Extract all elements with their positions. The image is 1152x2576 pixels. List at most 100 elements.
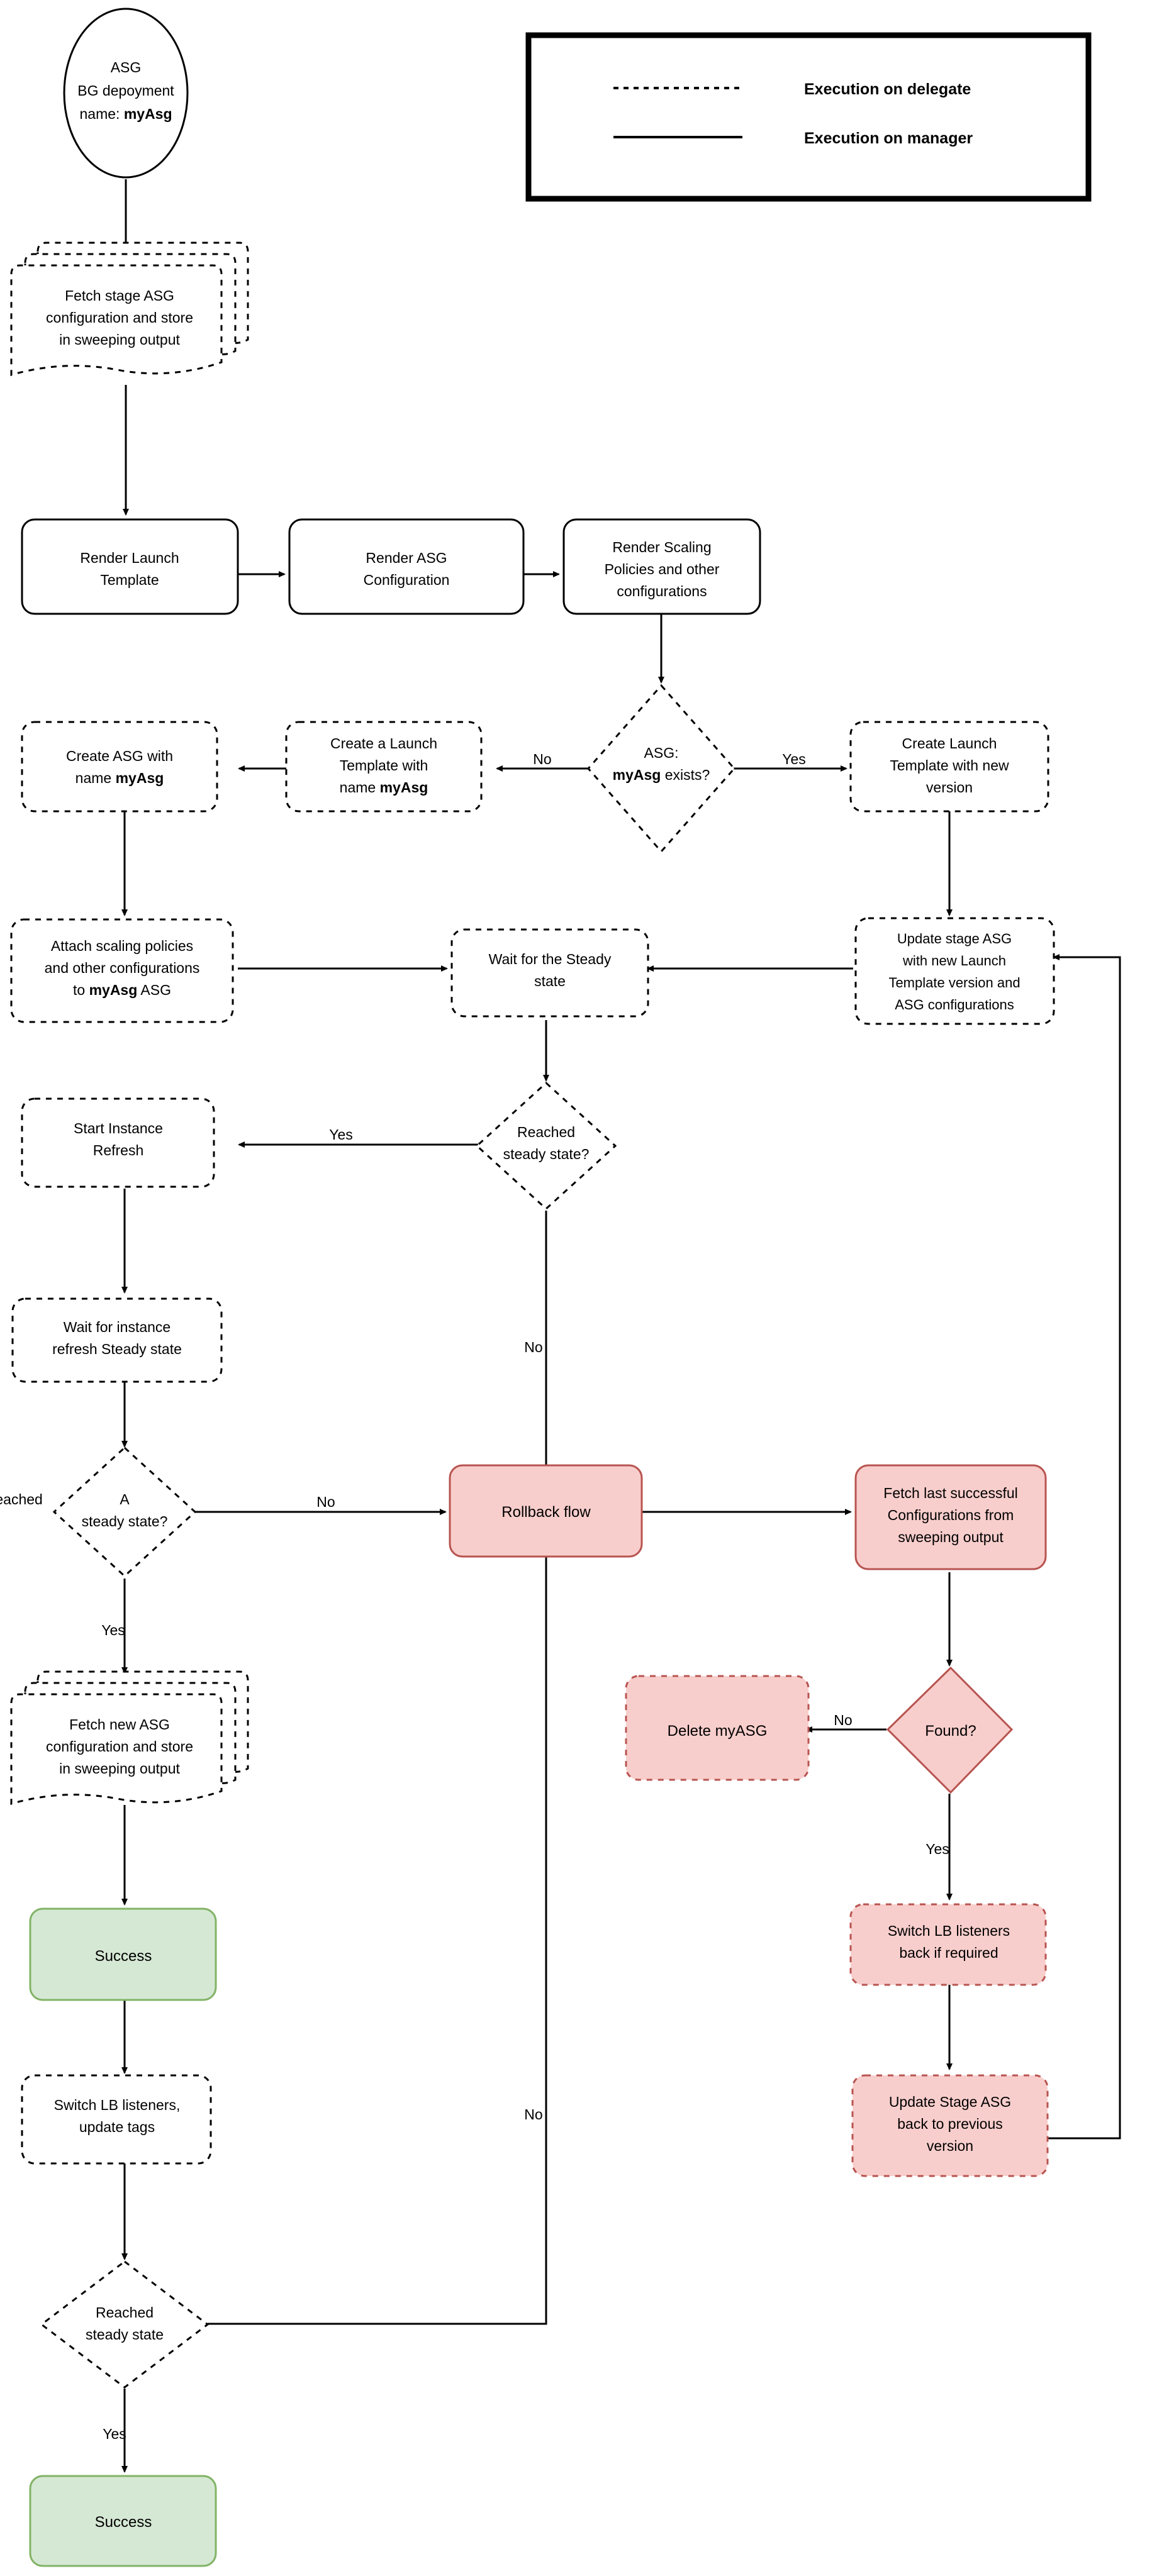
edge-label-bottom-steady-yes: Yes: [103, 2426, 126, 2442]
update-stage-back-rect: [851, 2074, 1049, 2177]
delete-myasg-label: Delete myASG: [668, 1723, 768, 1740]
node-update-stage-asg[interactable]: Update stage ASG with new Launch Templat…: [854, 917, 1055, 1025]
node-asg-reached-steady-state-decision[interactable]: ASG Reached steady state?: [0, 1446, 197, 1578]
create-lt-myasg-line-3: name myAsg: [340, 779, 428, 796]
node-asg-exists-decision[interactable]: ASG: myAsg exists?: [587, 684, 735, 853]
node-reached-steady-state-decision[interactable]: Reached steady state?: [475, 1081, 617, 1211]
node-fetch-new-asg[interactable]: Fetch new ASG configuration and store in…: [10, 1670, 249, 1805]
asg-exists-line-2: myAsg exists?: [613, 767, 710, 783]
node-render-scaling-policies[interactable]: Render Scaling Policies and other config…: [562, 518, 761, 615]
node-switch-lb-update-tags[interactable]: Switch LB listeners, update tags: [21, 2074, 212, 2165]
create-lt-new-line-1: Create Launch: [902, 735, 997, 752]
reached-steady-bottom-diamond: [40, 2260, 210, 2389]
node-attach-scaling-policies[interactable]: Attach scaling policies and other config…: [10, 918, 234, 1023]
render-lt-line-2: Template: [100, 572, 159, 588]
update-stage-rect: [854, 917, 1055, 1025]
switch-lb-back-line-1: Switch LB listeners: [888, 1923, 1010, 1939]
fetch-new-line-1: Fetch new ASG: [69, 1716, 170, 1733]
edge-bottom-steady-no: [208, 1541, 549, 2325]
success-2-label: Success: [95, 2514, 152, 2531]
node-wait-instance-refresh[interactable]: Wait for instance refresh Steady state: [11, 1297, 223, 1383]
wir-line-1: Wait for instance: [64, 1319, 171, 1335]
node-update-stage-asg-back[interactable]: Update Stage ASG back to previous versio…: [851, 2074, 1049, 2177]
create-lt-myasg-line-2: Template with: [340, 757, 428, 774]
success-1-rect: [29, 1907, 217, 2001]
wait-steady-line-2: state: [534, 973, 566, 989]
node-reached-steady-state-bottom[interactable]: Reached steady state: [40, 2260, 210, 2389]
switch-lb-back-line-2: back if required: [899, 1945, 998, 1961]
node-wait-steady-state[interactable]: Wait for the Steady state: [450, 928, 649, 1018]
edges-layer: [121, 179, 1121, 2473]
asg-reached-diamond: [52, 1446, 197, 1578]
found-label: Found?: [925, 1723, 976, 1740]
legend-label-manager: Execution on manager: [804, 130, 973, 147]
node-rollback-flow[interactable]: Rollback flow: [449, 1464, 643, 1558]
edge-label-asgreached-no: No: [316, 1494, 335, 1510]
create-lt-new-line-2: Template with new: [890, 757, 1009, 774]
node-create-asg-myasg[interactable]: Create ASG with name myAsg: [21, 721, 218, 813]
wir-line-2: refresh Steady state: [52, 1341, 182, 1357]
render-scaling-rect: [562, 518, 761, 615]
fetch-stage-line-2: configuration and store: [46, 309, 193, 326]
delete-myasg-rect: [625, 1675, 810, 1781]
node-start[interactable]: ASG BG depoyment name: myAsg: [63, 8, 189, 179]
legend-label-delegate: Execution on delegate: [804, 80, 971, 98]
render-asg-line-1: Render ASG: [366, 550, 447, 566]
node-fetch-last-successful[interactable]: Fetch last successful Configurations fro…: [854, 1464, 1047, 1570]
node-create-launch-template-new-version[interactable]: Create Launch Template with new version: [849, 721, 1049, 813]
fetch-new-line-3: in sweeping output: [59, 1760, 180, 1777]
switch-lb-tags-line-1: Switch LB listeners,: [54, 2097, 181, 2113]
render-scaling-line-3: configurations: [617, 583, 707, 599]
reached-bottom-line-1: Reached: [96, 2304, 154, 2321]
attach-scaling-rect: [10, 918, 234, 1023]
render-asg-line-2: Configuration: [364, 572, 450, 588]
update-stage-line-4: ASG configurations: [895, 997, 1014, 1013]
fetch-last-rect: [854, 1464, 1047, 1570]
rollback-flow-label: Rollback flow: [501, 1504, 591, 1521]
create-asg-line-2: name myAsg: [75, 770, 164, 786]
fetch-new-doc-front: [10, 1693, 223, 1805]
node-start-instance-refresh[interactable]: Start Instance Refresh: [21, 1097, 215, 1188]
edge-label-reached-steady-no: No: [524, 1339, 542, 1355]
node-fetch-stage-asg[interactable]: Fetch stage ASG configuration and store …: [10, 242, 249, 376]
wait-steady-line-1: Wait for the Steady: [489, 951, 612, 967]
node-found-decision[interactable]: Found?: [886, 1666, 1014, 1794]
fetch-new-line-2: configuration and store: [46, 1738, 193, 1755]
update-stage-back-line-2: back to previous: [897, 2116, 1002, 2132]
found-diamond: [886, 1666, 1014, 1794]
edge-label-asg-exists-yes: Yes: [782, 751, 806, 767]
fetch-last-line-2: Configurations from: [888, 1507, 1014, 1523]
switch-lb-back-rect: [849, 1903, 1047, 1986]
edge-label-asgreached-yes: Yes: [101, 1622, 125, 1638]
reached-steady-line-1: Reached: [517, 1124, 575, 1140]
edge-label-bottom-steady-no: No: [524, 2106, 542, 2123]
create-lt-myasg-rect: [285, 721, 483, 813]
node-switch-lb-back[interactable]: Switch LB listeners back if required: [849, 1903, 1047, 1986]
success-1-label: Success: [95, 1948, 152, 1965]
wait-instance-refresh-rect: [11, 1297, 223, 1383]
switch-lb-tags-line-2: update tags: [79, 2119, 155, 2135]
update-stage-line-1: Update stage ASG: [897, 931, 1012, 947]
asg-reached-line-2: steady state?: [82, 1513, 168, 1530]
node-create-launch-template-myasg[interactable]: Create a Launch Template with name myAsg: [285, 721, 483, 813]
update-stage-line-2: with new Launch: [902, 953, 1006, 969]
create-lt-myasg-line-1: Create a Launch: [330, 735, 437, 752]
node-render-launch-template[interactable]: Render Launch Template: [21, 518, 239, 615]
start-instance-refresh-rect: [21, 1097, 215, 1188]
sir-line-1: Start Instance: [74, 1120, 163, 1136]
asg-exists-diamond: [587, 684, 735, 853]
update-stage-back-line-3: version: [927, 2138, 973, 2154]
success-2-rect: [29, 2475, 217, 2567]
update-stage-line-3: Template version and: [888, 975, 1020, 991]
wait-steady-rect: [450, 928, 649, 1018]
reached-bottom-line-2: steady state: [86, 2326, 164, 2343]
legend: Execution on delegate Execution on manag…: [525, 32, 1092, 202]
create-asg-rect: [21, 721, 218, 813]
node-success-2[interactable]: Success: [29, 2475, 217, 2567]
switch-lb-tags-rect: [21, 2074, 212, 2165]
node-render-asg-configuration[interactable]: Render ASG Configuration: [288, 518, 525, 615]
node-delete-myasg[interactable]: Delete myASG: [625, 1675, 810, 1781]
start-line-1: ASG: [111, 59, 142, 75]
node-success-1[interactable]: Success: [29, 1907, 217, 2001]
edge-label-found-no: No: [834, 1712, 852, 1728]
